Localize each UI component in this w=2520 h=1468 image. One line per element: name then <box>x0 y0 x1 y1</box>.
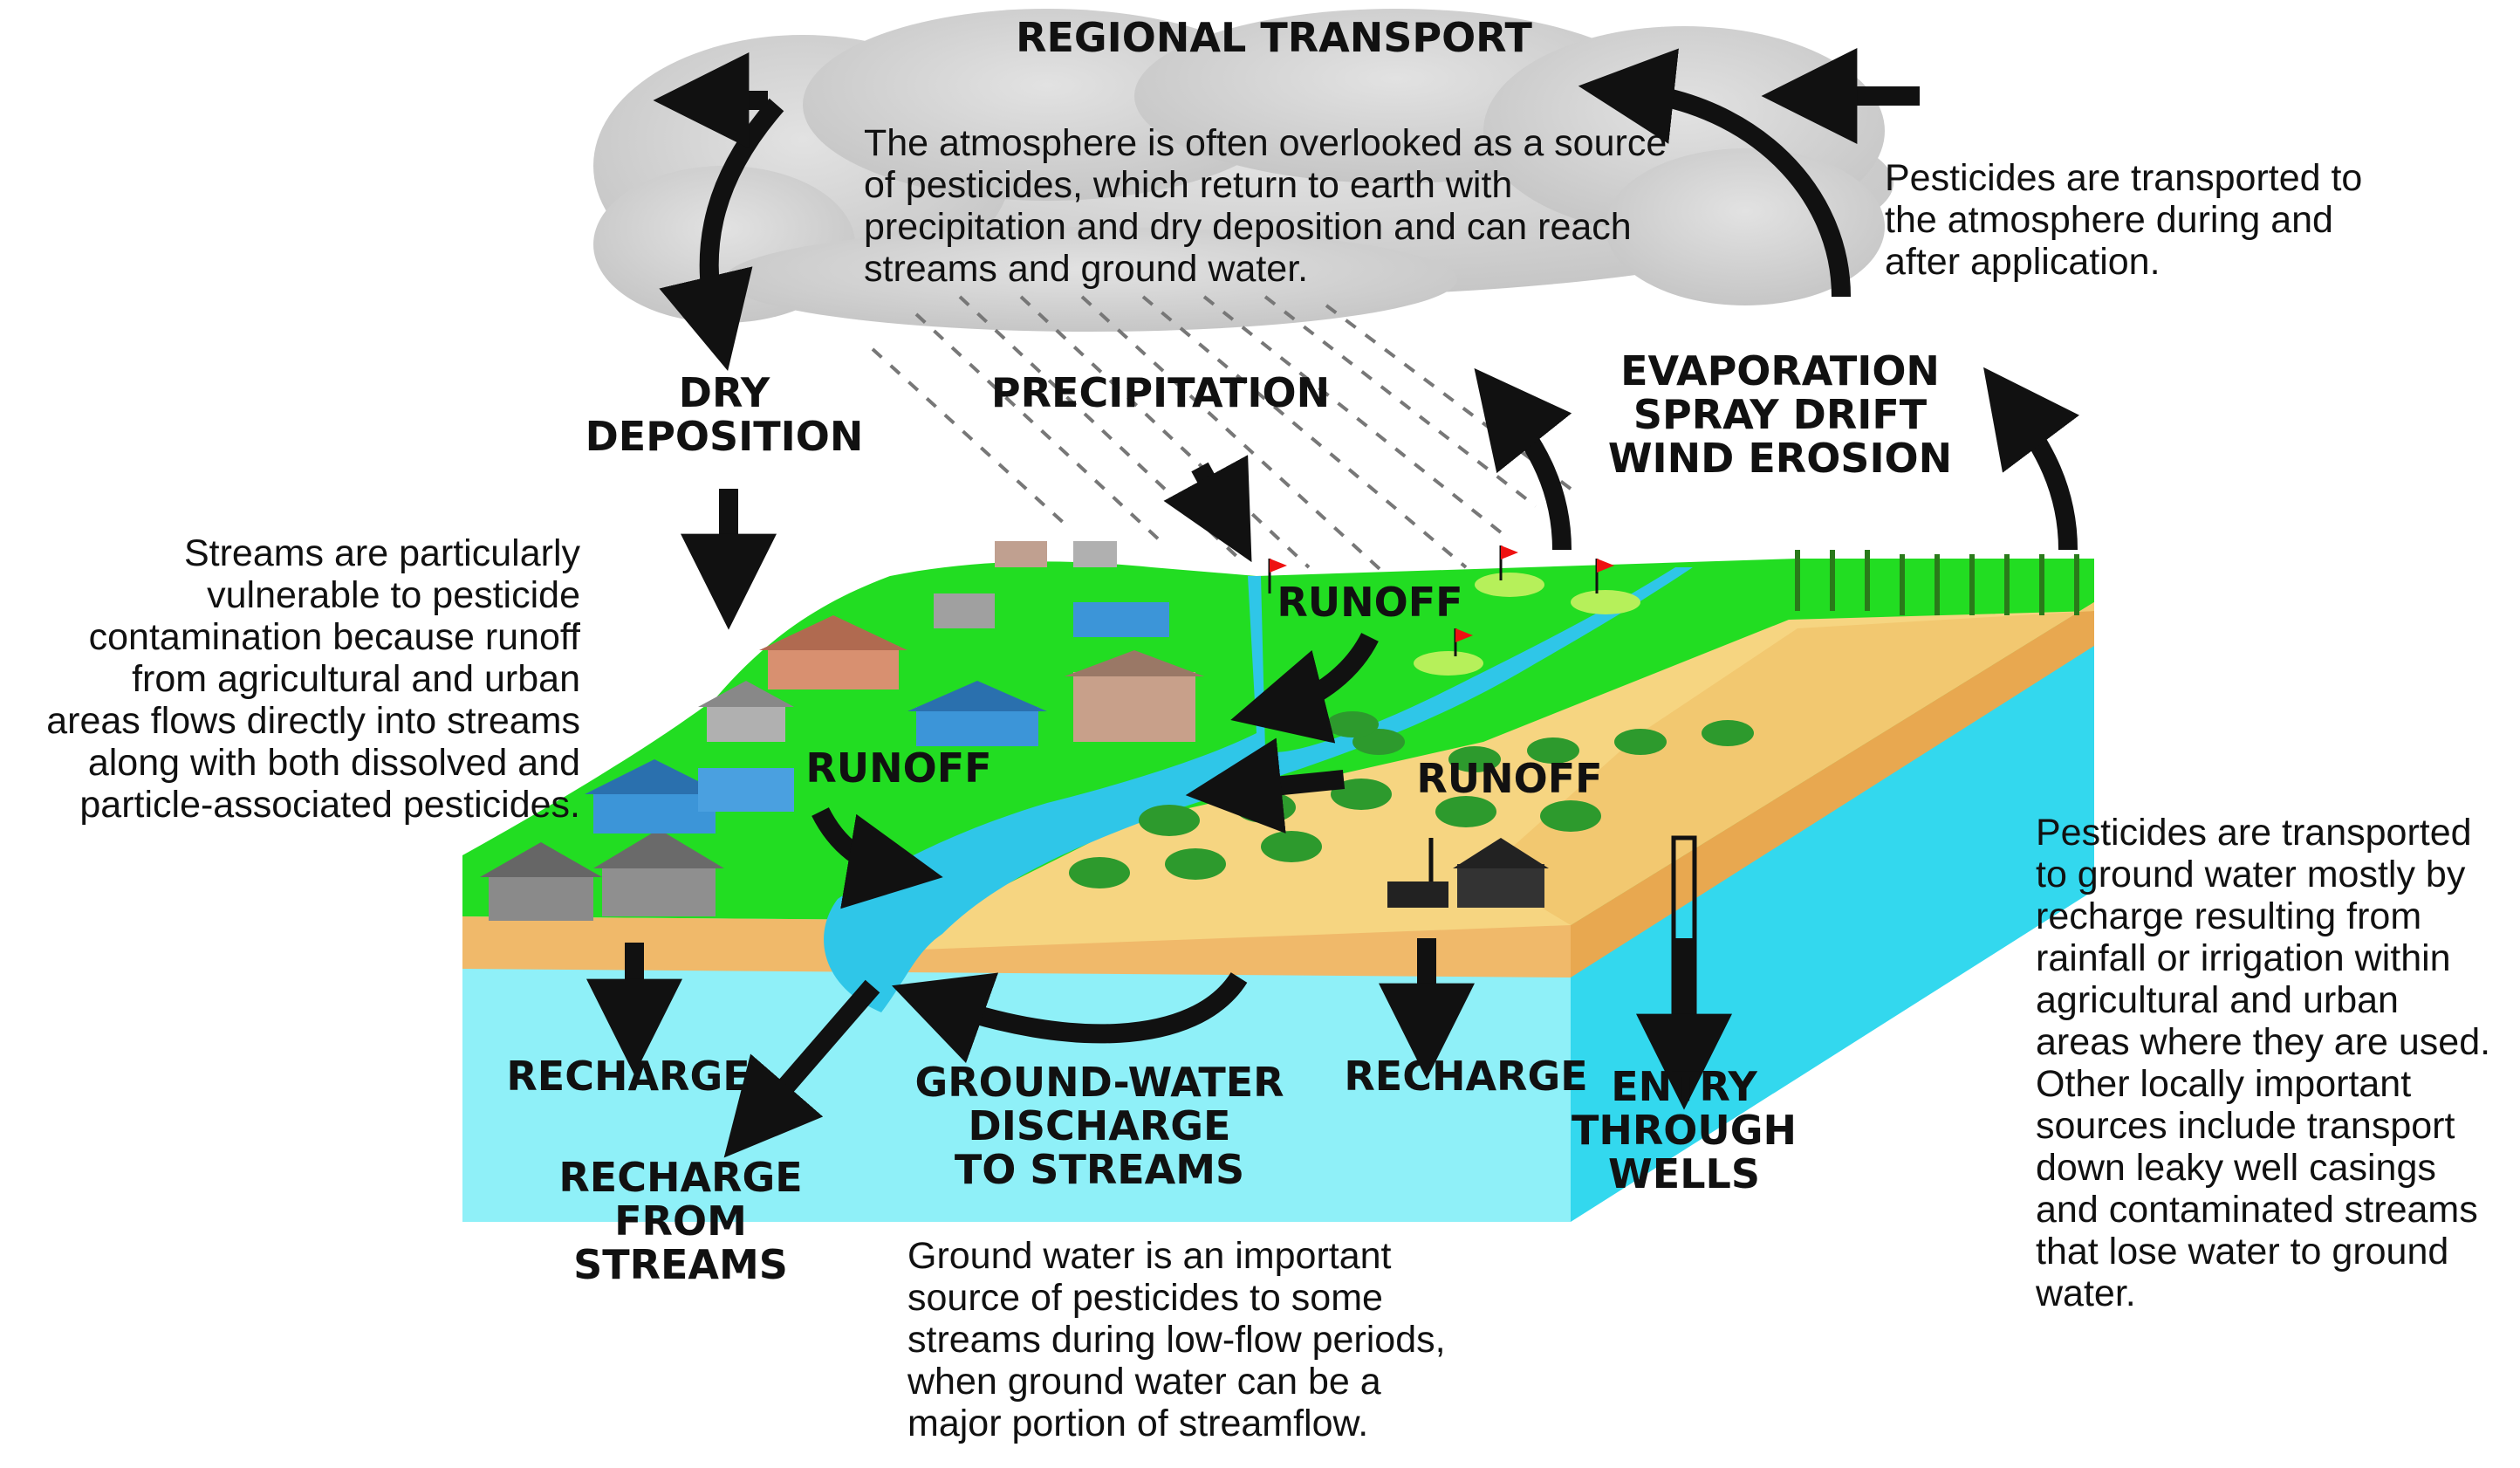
soil-band-side <box>1571 602 2094 978</box>
entry-through-wells-label: ENTRY THROUGH WELLS <box>1571 1063 1797 1197</box>
stream <box>824 567 1693 1012</box>
transport-arrows <box>586 48 2080 1158</box>
streams-vulnerable-note: Streams are particularly vulnerable to p… <box>46 532 580 826</box>
atmosphere-note: The atmosphere is often overlooked as a … <box>864 122 1667 290</box>
ground-water-source-note: Ground water is an important source of p… <box>907 1235 1446 1444</box>
runoff-label-left: RUNOFF <box>805 744 992 792</box>
recharge-from-streams-label: RECHARGE FROM STREAMS <box>558 1154 803 1288</box>
runoff-label-right: RUNOFF <box>1416 755 1603 802</box>
recharge-label-left: RECHARGE <box>506 1053 750 1100</box>
runoff-label-top: RUNOFF <box>1277 579 1463 626</box>
transport-to-atmosphere-note: Pesticides are transported to the atmosp… <box>1885 157 2363 283</box>
crop-rows <box>1483 602 2094 925</box>
groundwater-discharge-label: GROUND-WATER DISCHARGE TO STREAMS <box>914 1059 1284 1193</box>
golf-course <box>1268 545 1640 676</box>
precipitation-label: PRECIPITATION <box>990 369 1331 416</box>
regional-transport-label: REGIONAL TRANSPORT <box>1016 14 1532 61</box>
farm-buildings <box>1387 838 1549 908</box>
rain-streaks <box>871 295 1572 578</box>
houses <box>480 541 1204 921</box>
evaporation-label: EVAPORATION SPRAY DRIFT WIND EROSION <box>1607 347 1953 482</box>
recharge-label-right: RECHARGE <box>1344 1053 1588 1100</box>
dry-deposition-label: DRY DEPOSITION <box>585 369 864 460</box>
corn-field <box>1795 550 2079 615</box>
ground-water-transport-note: Pesticides are transported to ground wat… <box>2036 812 2491 1314</box>
